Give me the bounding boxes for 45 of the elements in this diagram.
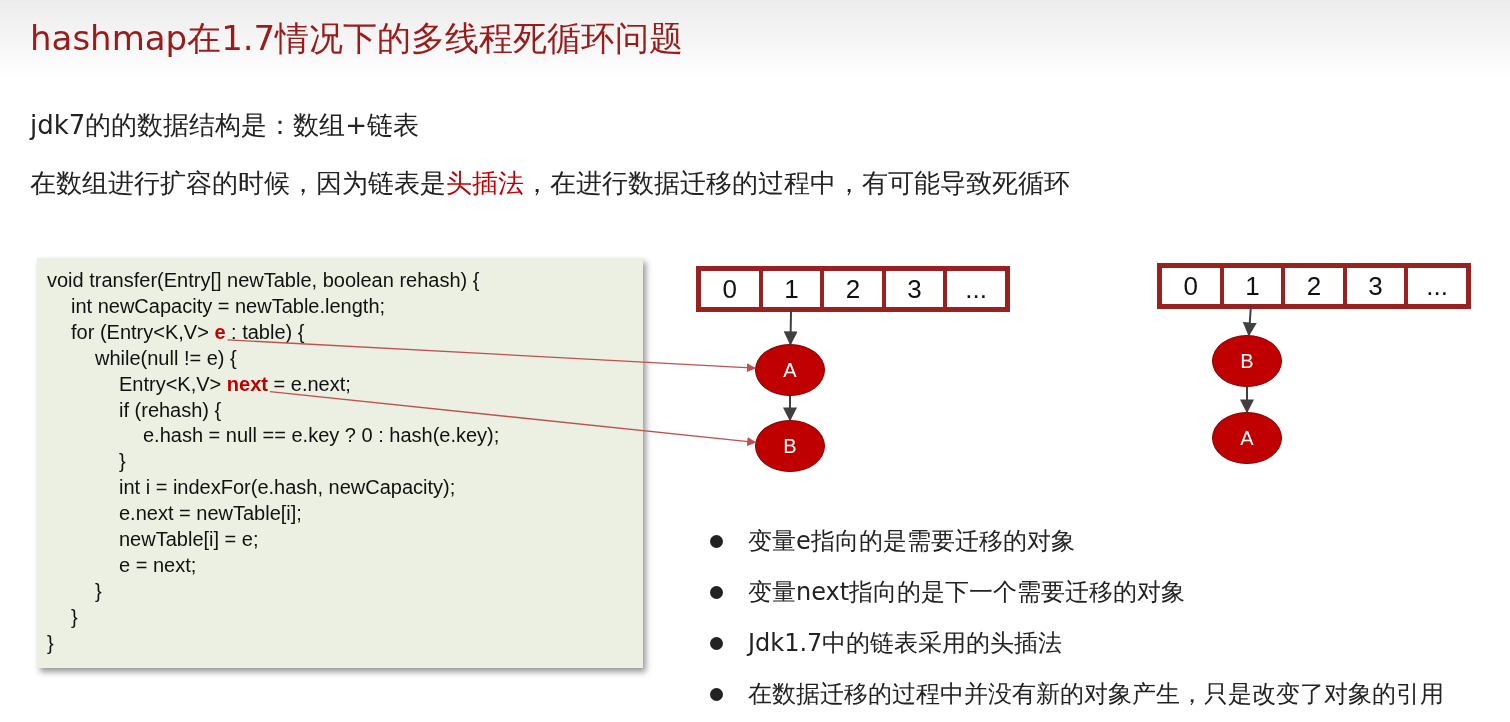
- code-line: e.hash = null == e.key ? 0 : hash(e.key);: [143, 423, 500, 449]
- bullet-text: 在数据迁移的过程中并没有新的对象产生，只是改变了对象的引用: [748, 679, 1444, 710]
- entry-node: A: [755, 344, 825, 396]
- code-line: while(null != e) {: [95, 345, 237, 371]
- code-line: }: [71, 604, 78, 630]
- code-line: void transfer(Entry[] newTable, boolean rehash) {: [47, 268, 480, 293]
- bullet-text: 变量next指向的是下一个需要迁移的对象: [748, 577, 1186, 608]
- arrow: [783, 395, 797, 422]
- text-line: 在数组进行扩容的时候，因为链表是头插法，在进行数据迁移的过程中，有可能导致死循环: [30, 167, 1070, 200]
- bullet-text: 变量e指向的是需要迁移的对象: [748, 526, 1075, 557]
- code-line: e = next;: [119, 552, 197, 578]
- leader-line: [269, 391, 757, 447]
- arrow: [1242, 305, 1257, 337]
- code-line: e.next = newTable[i];: [119, 501, 302, 527]
- array-cell: 1: [1221, 266, 1284, 306]
- arrow: [1240, 386, 1254, 414]
- slide-title: hashmap在1.7情况下的多线程死循环问题: [30, 17, 684, 60]
- bullet-text: Jdk1.7中的链表采用的头插法: [748, 628, 1063, 659]
- code-line: Entry<K,V> next = e.next;: [119, 371, 351, 397]
- code-line: int i = indexFor(e.hash, newCapacity);: [119, 475, 456, 501]
- array-cell: 2: [1283, 266, 1345, 306]
- array-cell: 3: [883, 269, 946, 309]
- code-line: for (Entry<K,V> e : table) {: [71, 319, 305, 345]
- leader-line: [226, 339, 756, 373]
- array-cell: 1: [760, 269, 823, 309]
- code-line: }: [47, 630, 54, 656]
- code-line: if (rehash) {: [119, 397, 222, 423]
- entry-node: A: [1212, 412, 1282, 464]
- array-cell: 0: [1160, 266, 1222, 306]
- code-panel: [37, 258, 643, 668]
- entry-node: B: [755, 420, 825, 472]
- array-cell: 2: [822, 269, 884, 309]
- code-line: }: [119, 449, 126, 475]
- code-line: newTable[i] = e;: [119, 527, 259, 553]
- array-cell: ...: [1406, 266, 1468, 306]
- array-cell: 3: [1344, 266, 1407, 306]
- code-line: int newCapacity = newTable.length;: [71, 293, 386, 319]
- code-line: }: [95, 578, 102, 604]
- array-box: [1157, 263, 1471, 309]
- array-box: [696, 266, 1010, 312]
- arrow: [783, 308, 798, 346]
- array-cell: ...: [945, 269, 1007, 309]
- text-line: jdk7的的数据结构是：数组+链表: [30, 109, 420, 142]
- entry-node: B: [1212, 335, 1282, 387]
- array-cell: 0: [699, 269, 761, 309]
